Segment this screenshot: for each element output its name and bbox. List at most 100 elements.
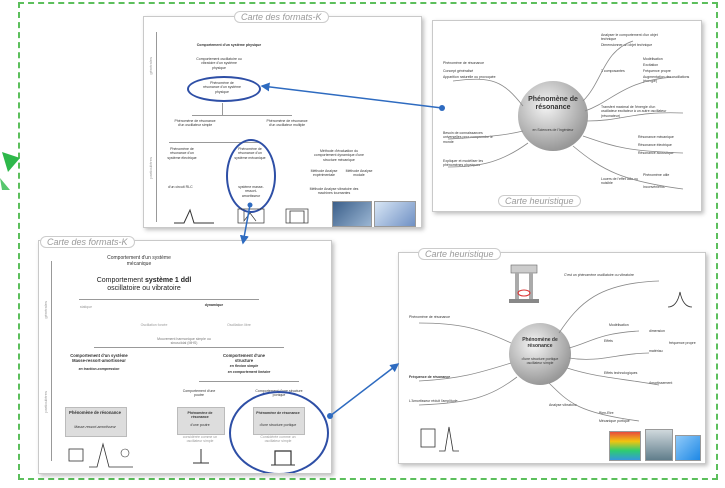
machine-photo <box>332 201 372 227</box>
connector <box>169 142 259 143</box>
node: Comportement d'une poutre <box>182 389 216 398</box>
branch: Résonance acoustique <box>638 151 674 155</box>
node: en traction-compression <box>78 367 120 371</box>
branch: Bien-Etre <box>599 411 614 415</box>
connector <box>79 299 259 300</box>
node: système 1 ddl <box>144 277 192 284</box>
panel-title: Carte des formats-K <box>40 236 135 248</box>
branch: Besoin de connaissances universelles pou… <box>443 131 493 144</box>
portal-structure-icon <box>509 264 539 303</box>
connector <box>199 381 299 382</box>
branch: Transfert maximal de l'énergie d'un osci… <box>601 105 667 118</box>
node: Méthode Analyse modale <box>345 169 373 178</box>
panel-top-right-mind-map: Phénomène de résonance en Sciences de l'… <box>432 20 702 212</box>
portal-render-image <box>675 435 701 461</box>
node: Comportement d'une structure <box>223 353 265 363</box>
green-arrow-icon <box>0 152 20 190</box>
node: oscillatoire ou vibratoire <box>107 285 181 292</box>
portal-model-image <box>645 429 673 461</box>
panel-title: Carte heuristique <box>498 195 581 207</box>
node: Phénomène de résonance d'un oscillateur … <box>266 119 308 128</box>
branch: Analyser le comportement d'un objet tech… <box>601 33 658 42</box>
test-bench-icon <box>420 426 459 452</box>
highlight-circle <box>229 391 329 473</box>
portal-simulation-image <box>609 431 641 461</box>
panel-bottom-left-concept-map: générales particulières Comportement d'u… <box>38 240 332 474</box>
branch: Mécanique portique <box>599 419 630 423</box>
result-box <box>177 407 225 435</box>
node: Phénomène de résonance <box>69 410 121 415</box>
center-title: Phénomène de résonance <box>528 96 578 111</box>
branch: matériau <box>649 349 663 353</box>
center-bubble <box>518 81 588 151</box>
node: considérée comme un oscillateur simple <box>182 435 218 444</box>
branch: C'est un phénomène oscillatoire ou vibra… <box>564 273 634 277</box>
branch: Modélisation <box>643 57 663 61</box>
node: Oscillation forcée <box>140 323 168 327</box>
result-box <box>65 407 127 437</box>
node: système masse-ressort-amortisseur <box>238 185 264 198</box>
node: Méthode Analyse expérimentale <box>310 169 338 178</box>
beam-icon <box>193 449 209 464</box>
node: Comportement d'un système physique <box>196 43 262 47</box>
mind-map-branches <box>447 40 684 190</box>
branch: Fréquence de résonance <box>409 375 451 379</box>
branch: Apparition naturelle ou provoquée <box>443 75 496 79</box>
node: d'une poutre <box>190 423 210 427</box>
node: d'un circuit RLC <box>168 185 193 189</box>
arrow-origin-dot <box>327 413 333 419</box>
center-subtitle: en Sciences de l'Ingénieur <box>532 128 574 132</box>
highlight-circle <box>187 76 261 102</box>
connector <box>192 115 292 116</box>
node: Comportement d'un système mécanique <box>107 255 171 267</box>
branch: fréquence propre <box>669 341 696 345</box>
branch: Dimensionner un objet technique <box>601 43 653 47</box>
arrow-origin-dot <box>247 202 253 208</box>
branch: Phénomène de résonance <box>409 315 451 319</box>
branch: Phénomène utile <box>643 173 670 177</box>
branch: Phénomène de résonance <box>443 61 485 65</box>
node: Phénomène de résonance d'un oscillateur … <box>174 119 216 128</box>
connector <box>94 347 284 348</box>
structure-icon <box>285 208 309 224</box>
node: Méthode d'évaluation du comportement dyn… <box>314 149 364 162</box>
resonance-peak-icon <box>667 291 693 308</box>
branch: Résonance mécanique <box>638 135 674 139</box>
branch: Inconvénients <box>643 185 665 189</box>
branch: Effets technologiques <box>604 371 638 375</box>
side-axis <box>51 261 52 461</box>
node-title: Comportement système 1 ddl oscillatoire … <box>79 277 209 293</box>
panel-title: Carte heuristique <box>418 248 501 260</box>
node: en flexion simple <box>229 364 259 368</box>
branch: Modélisation <box>609 323 629 327</box>
node: Phénomène de résonance <box>187 411 213 420</box>
branch: Effets <box>604 339 613 343</box>
node: Oscillation libre <box>227 323 251 327</box>
panel-top-left-concept-map: générales particulières Comportement d'u… <box>143 16 422 228</box>
outer-frame <box>18 2 718 480</box>
branch: Fréquence propre <box>643 69 671 73</box>
node: Comportement oscillatoire ou vibratoire … <box>196 57 242 70</box>
branch: 3 composantes <box>601 69 625 73</box>
branch: Augmentation des oscillations (énergie) <box>643 75 690 84</box>
connector <box>222 103 223 115</box>
frequency-graph-icon <box>174 208 214 224</box>
branch: Analyse vibratoire <box>549 403 577 407</box>
branch: L'Amortisseur réduit l'amplitude <box>409 399 458 403</box>
arrow-origin-dot <box>439 105 445 111</box>
node: Comportement <box>96 277 144 284</box>
side-axis <box>156 32 157 222</box>
node: Phénomène de résonance d'un système élec… <box>167 147 197 160</box>
software-screenshot <box>374 201 416 227</box>
node: Comportement d'un système Masse-ressort-… <box>70 353 128 363</box>
branch: dimension <box>649 329 665 333</box>
panel-bottom-right-mind-map: Phénomène de résonance d'une structure p… <box>398 252 706 464</box>
center-title: Phénomène de résonance <box>522 337 558 349</box>
panel-title: Carte des formats-K <box>234 11 329 23</box>
branch: Concept généralisé <box>443 69 474 73</box>
spring-mass-icon <box>68 442 133 468</box>
node: Méthode Analyse vibratoire des machines … <box>309 187 359 196</box>
node: Mouvement harmonique simple ou sinusoïda… <box>157 337 211 346</box>
node: Masse-ressort-amortisseur <box>74 425 116 429</box>
